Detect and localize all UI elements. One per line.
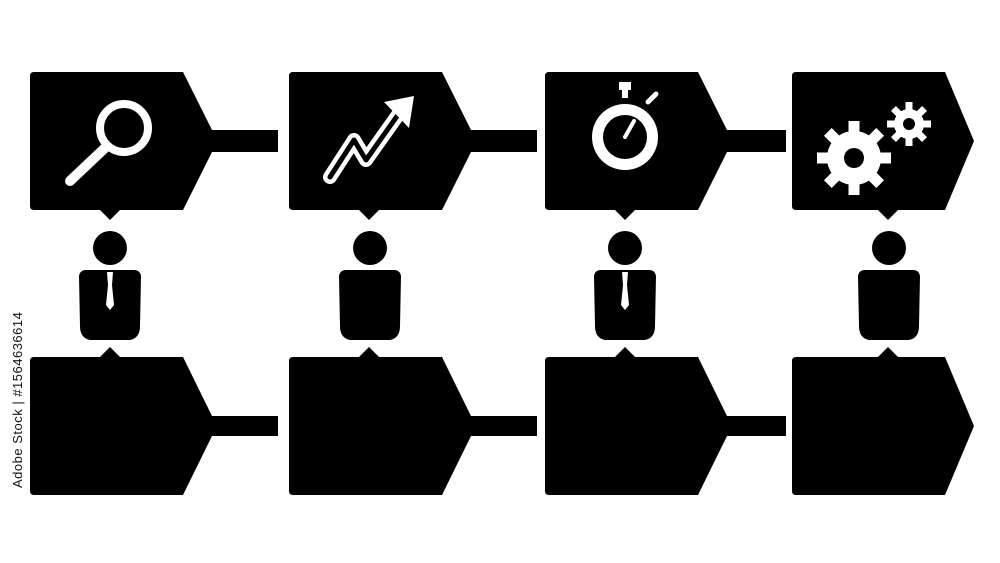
process-step-2 [289, 72, 537, 495]
top-callout-box [30, 72, 278, 220]
top-callout-box [545, 72, 786, 220]
process-step-4 [792, 72, 974, 495]
person-icon [339, 231, 401, 340]
businessman-with-tie-icon [594, 231, 656, 340]
bottom-callout-box [545, 347, 786, 495]
top-callout-box [289, 72, 537, 220]
stock-id-text: Adobe Stock | #1564636614 [10, 311, 25, 489]
businessman-with-tie-icon [79, 231, 141, 340]
bottom-callout-box [289, 347, 537, 495]
person-icon [858, 231, 920, 340]
bottom-callout-box [30, 347, 278, 495]
gears-icon [817, 102, 931, 195]
process-step-1 [30, 72, 278, 495]
process-step-3 [545, 72, 786, 495]
bottom-callout-box [792, 347, 974, 495]
top-callout-box [792, 72, 974, 220]
stopwatch-icon [592, 82, 659, 170]
trending-up-arrow-icon [323, 96, 414, 184]
magnifier-icon [65, 100, 152, 186]
